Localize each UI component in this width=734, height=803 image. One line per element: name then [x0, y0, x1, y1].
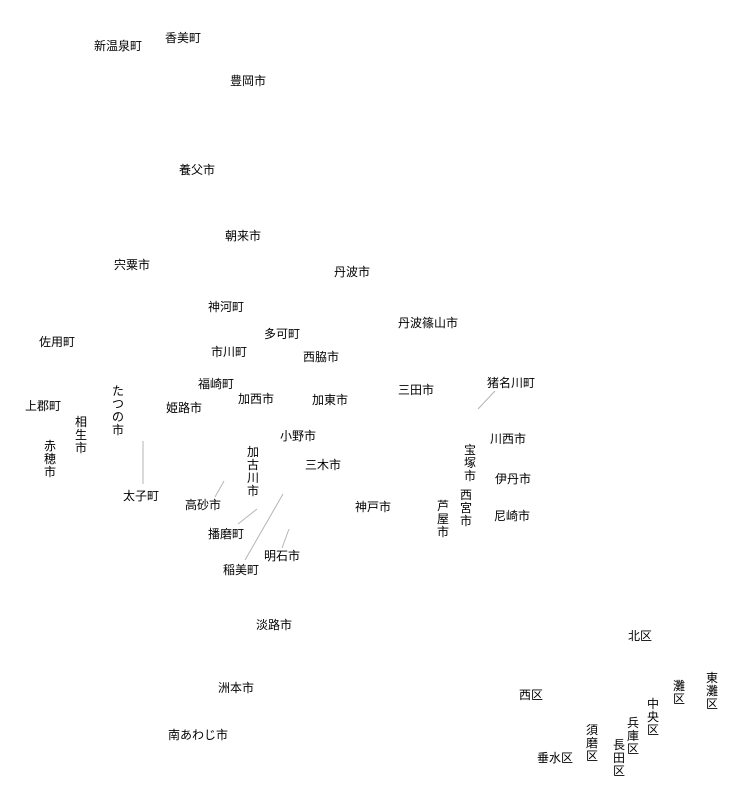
label-ichikawa: 市川町 [211, 345, 248, 359]
label-himeji: 姫路市 [166, 401, 203, 415]
label-ono: 小野市 [280, 429, 317, 443]
label-taka: 多可町 [264, 327, 301, 341]
label-takasago: 高砂市 [185, 498, 222, 512]
label-amagasaki: 尼崎市 [494, 509, 531, 523]
label-nishiwaki: 西脇市 [303, 350, 340, 364]
label-aioi: 相生市 [74, 415, 87, 455]
label-kami: 香美町 [165, 31, 202, 45]
label-inagawa: 猪名川町 [487, 376, 536, 390]
label-kita-ku: 北区 [628, 629, 653, 643]
label-kamikawa: 神河町 [208, 300, 245, 314]
label-tamba: 丹波市 [334, 265, 371, 279]
label-nishi-ku: 西区 [519, 688, 544, 702]
label-sayo: 佐用町 [39, 335, 76, 349]
leader-line-harima [237, 508, 258, 525]
label-kakogawa: 加古川市 [246, 445, 259, 498]
label-akashi: 明石市 [264, 549, 301, 563]
label-nagata-ku: 長田区 [612, 738, 625, 778]
label-kato: 加東市 [312, 393, 349, 407]
label-kawanishi: 川西市 [490, 432, 527, 446]
label-nada-ku: 灘区 [672, 679, 685, 706]
label-yabu: 養父市 [179, 163, 216, 177]
label-kobe: 神戸市 [355, 500, 392, 514]
label-kasai: 加西市 [238, 392, 275, 406]
label-higashinada-ku: 東灘区 [705, 671, 718, 711]
leader-line-takasago [214, 480, 225, 498]
label-kamigori: 上郡町 [25, 399, 62, 413]
label-taishi: 太子町 [123, 489, 160, 503]
label-suma-ku: 須磨区 [585, 723, 598, 763]
label-itami: 伊丹市 [495, 472, 532, 486]
label-fukusaki: 福崎町 [198, 377, 235, 391]
label-ako: 赤穂市 [43, 439, 56, 479]
label-minamiawaji: 南あわじ市 [168, 728, 229, 742]
label-chuo-ku: 中央区 [646, 697, 659, 737]
label-awaji: 淡路市 [256, 618, 293, 632]
label-inami: 稲美町 [223, 563, 260, 577]
label-tambasasayama: 丹波篠山市 [398, 316, 459, 330]
label-sanda: 三田市 [398, 383, 435, 397]
leader-line-akashi [281, 528, 290, 549]
label-tarumi-ku: 垂水区 [537, 751, 574, 765]
leader-line-inami [244, 493, 284, 561]
label-toyooka: 豊岡市 [230, 74, 267, 88]
label-shinonsen: 新温泉町 [94, 39, 143, 53]
label-takarazuka: 宝塚市 [463, 443, 476, 483]
label-asago: 朝来市 [225, 229, 262, 243]
label-tatsuno: たつの市 [111, 384, 124, 437]
label-ashiya: 芦屋市 [436, 499, 449, 539]
label-nishinomiya: 西宮市 [459, 488, 472, 528]
label-hyogo-ku: 兵庫区 [626, 716, 639, 756]
label-harima: 播磨町 [208, 527, 245, 541]
leader-line-inagawa [477, 390, 496, 410]
label-shiso: 宍粟市 [114, 258, 151, 272]
label-sumoto: 洲本市 [218, 681, 255, 695]
label-miki: 三木市 [305, 458, 342, 472]
